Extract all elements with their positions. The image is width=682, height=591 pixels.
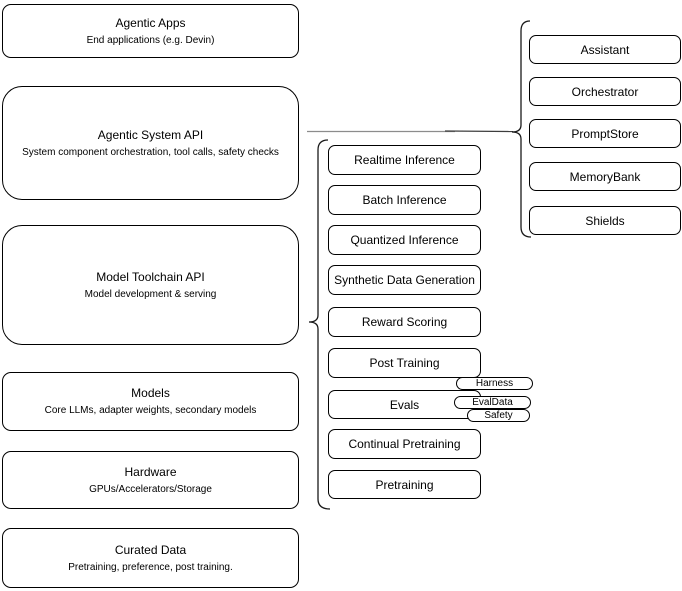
node-memorybank: MemoryBank (529, 162, 681, 191)
node-batch-inference: Batch Inference (328, 185, 481, 215)
node-hardware: Hardware GPUs/Accelerators/Storage (2, 451, 299, 509)
node-label: Evals (389, 397, 420, 412)
node-shields: Shields (529, 206, 681, 235)
node-realtime-inference: Realtime Inference (328, 145, 481, 175)
node-label: Assistant (580, 42, 630, 57)
node-title: Agentic System API (97, 127, 204, 142)
node-label: Reward Scoring (361, 315, 448, 329)
node-quantized-inference: Quantized Inference (328, 225, 481, 255)
node-label: Batch Inference (362, 193, 447, 207)
node-subtitle: GPUs/Accelerators/Storage (89, 483, 212, 495)
node-curated-data: Curated Data Pretraining, preference, po… (2, 528, 299, 588)
node-orchestrator: Orchestrator (529, 77, 681, 106)
node-title: Hardware (124, 464, 177, 479)
node-models: Models Core LLMs, adapter weights, secon… (2, 372, 299, 431)
node-label: Shields (585, 213, 625, 228)
node-continual-pretraining: Continual Pretraining (328, 429, 481, 459)
node-title: Models (131, 386, 170, 400)
node-promptstore: PromptStore (529, 119, 681, 148)
node-subtitle: Model development & serving (84, 288, 217, 300)
node-pretraining: Pretraining (328, 470, 481, 499)
node-label: Post Training (369, 356, 440, 370)
node-label: MemoryBank (569, 169, 641, 184)
node-label: Realtime Inference (354, 153, 455, 167)
node-agentic-apps: Agentic Apps End applications (e.g. Devi… (2, 4, 299, 58)
node-label: Quantized Inference (350, 233, 459, 247)
node-label: Continual Pretraining (348, 437, 461, 451)
node-model-toolchain-api: Model Toolchain API Model development & … (2, 225, 299, 345)
tag-label: Harness (475, 378, 514, 389)
node-label: Pretraining (375, 477, 434, 492)
tag-harness: Harness (456, 377, 533, 390)
node-subtitle: Pretraining, preference, post training. (68, 561, 233, 573)
node-subtitle: End applications (e.g. Devin) (86, 34, 215, 46)
node-subtitle: System component orchestration, tool cal… (22, 146, 279, 158)
tag-safety: Safety (467, 409, 530, 422)
node-label: Orchestrator (571, 84, 639, 99)
node-agentic-system-api: Agentic System API System component orch… (2, 86, 299, 200)
system-components-brace (511, 20, 532, 238)
node-post-training: Post Training (328, 348, 481, 378)
node-reward-scoring: Reward Scoring (328, 307, 481, 337)
node-synthetic-data-generation: Synthetic Data Generation (328, 265, 481, 295)
node-label: PromptStore (571, 126, 639, 141)
node-label: Synthetic Data Generation (334, 273, 475, 287)
node-assistant: Assistant (529, 35, 681, 64)
node-title: Agentic Apps (115, 15, 186, 30)
system-api-connector-line-end (444, 130, 514, 133)
node-subtitle: Core LLMs, adapter weights, secondary mo… (44, 405, 257, 416)
node-title: Model Toolchain API (96, 269, 205, 284)
node-title: Curated Data (114, 542, 187, 557)
tag-label: EvalData (472, 397, 513, 408)
toolchain-brace (308, 139, 331, 510)
tag-evaldata: EvalData (454, 396, 531, 409)
tag-label: Safety (484, 410, 513, 421)
